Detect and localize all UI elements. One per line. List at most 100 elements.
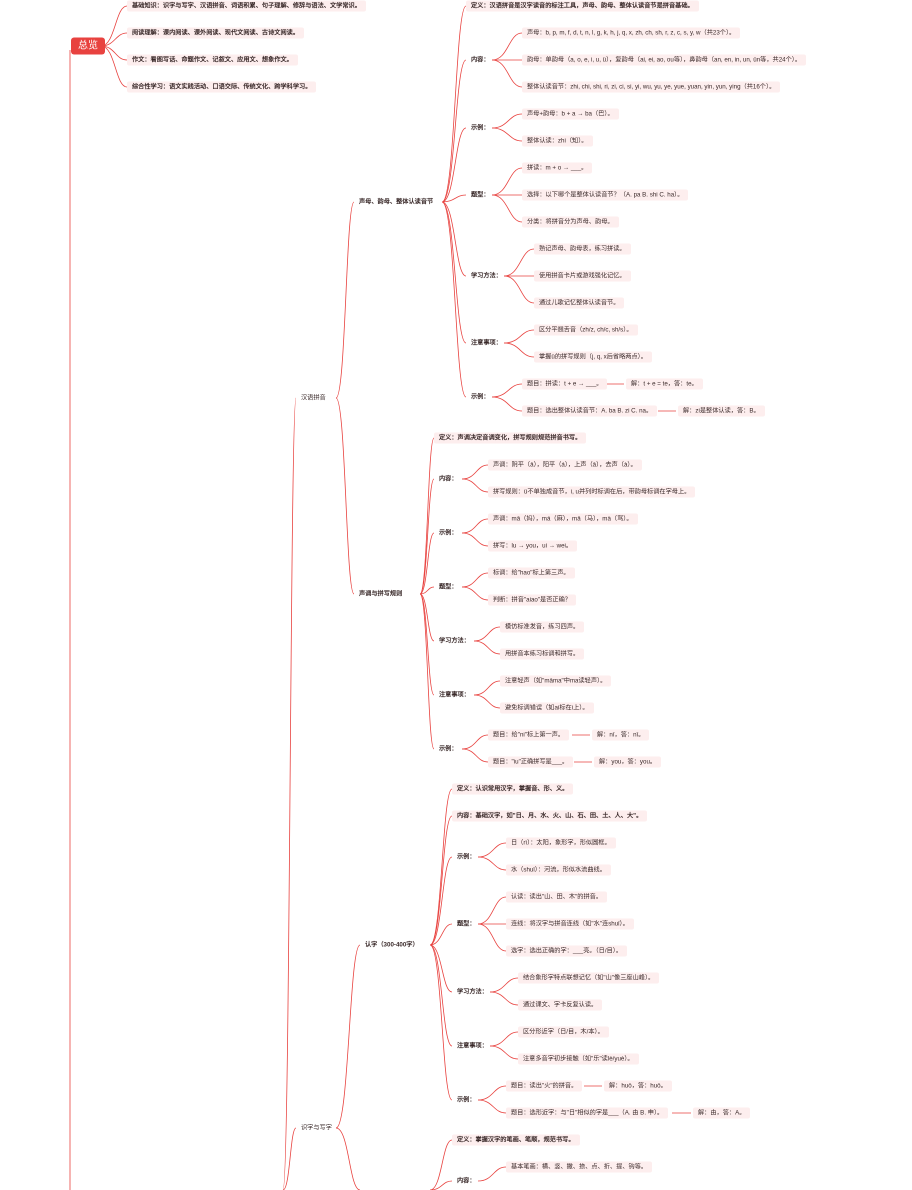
connector-line (429, 1139, 453, 1190)
strokes-content-item[interactable]: 基本笔画：横、竖、撇、捺、点、折、提、钩等。 (506, 1161, 653, 1173)
connector-line (335, 1127, 361, 1190)
syllables-example-item[interactable]: 声母+韵母：b + a → ba（巴）。 (522, 108, 619, 120)
recognize-example-label[interactable]: 示例： (457, 853, 476, 861)
syllables-content-item[interactable]: 声母：b, p, m, f, d, t, n, l, g, k, h, j, q… (522, 27, 741, 39)
syllables-content-item[interactable]: 整体认读音节：zhi, chi, shi, ri, zi, ci, si, yi… (522, 81, 781, 93)
connector-line (419, 532, 435, 595)
connector-line (503, 275, 535, 304)
tones-note-item[interactable]: 避免标调错误（如ai标在i上）。 (500, 702, 594, 714)
recognize-example-item[interactable]: 日（rì）：太阳，象形字，形似圆框。 (506, 837, 616, 849)
recognize-method-item[interactable]: 结合象形字特点联想记忆（如"山"像三座山峰）。 (518, 972, 660, 984)
tones-content-label[interactable]: 内容： (439, 475, 458, 483)
syllables-notes-label[interactable]: 注意事项： (471, 339, 502, 347)
syllables-content-item[interactable]: 韵母：单韵母（a, o, e, i, u, ü），复韵母（ai, ei, ao,… (522, 54, 807, 66)
syllables-method-item[interactable]: 通过儿歌记忆整体认读音节。 (534, 297, 625, 309)
connector-line (477, 856, 507, 871)
overview-item[interactable]: 基础知识：识字与写字、汉语拼音、词语积累、句子理解、修辞与语法、文学常识。 (127, 0, 366, 12)
tones-example-item[interactable]: 拼写：lu → you，ui → wei。 (488, 540, 578, 552)
connector-line (473, 680, 501, 696)
tones-practice-question[interactable]: 题目：给"ni"标上第一声。 (488, 729, 570, 741)
tones-methods-label[interactable]: 学习方法： (439, 637, 470, 645)
recognize-method-item[interactable]: 通过课文、字卡反复认读。 (518, 999, 603, 1011)
connector-line (441, 194, 467, 203)
recognize-content[interactable]: 内容：基础汉字，如"日、月、水、火、山、石、田、土、人、大"。 (452, 810, 648, 822)
tones-content-item[interactable]: 拼写规则：ü不单独成音节，i, u并列时标调在后，带韵母标调在字母上。 (488, 486, 696, 498)
topic-tones[interactable]: 声调与拼写规则 (359, 590, 403, 598)
recognize-questions-label[interactable]: 题型： (457, 920, 476, 928)
recognize-methods-label[interactable]: 学习方法： (457, 988, 488, 996)
syllables-methods-label[interactable]: 学习方法： (471, 272, 502, 280)
connector-line (461, 734, 489, 750)
syllables-note-item[interactable]: 掌握ü的拼写规则（j, q, x后省略两点）。 (534, 351, 652, 363)
recognize-practice-label[interactable]: 示例： (457, 1096, 476, 1104)
connector-line (461, 748, 489, 763)
recognize-question-item[interactable]: 选字：选出正确的字：___亮。（日/目）。 (506, 945, 628, 957)
connector-line (429, 944, 453, 993)
connector-line (489, 977, 519, 993)
syllables-practice-label[interactable]: 示例： (471, 393, 490, 401)
tones-method-item[interactable]: 用拼音本练习标调和拼写。 (500, 648, 585, 660)
connector-line (461, 532, 489, 547)
section-literacy[interactable]: 识字与写字 (301, 1124, 332, 1132)
syllables-practice-question[interactable]: 题目：拼读：t + e → ___。 (522, 378, 608, 390)
syllables-questions-label[interactable]: 题型： (471, 191, 490, 199)
connector-line (419, 593, 435, 750)
strokes-definition[interactable]: 定义：掌握汉字的笔画、笔顺，规范书写。 (452, 1134, 580, 1146)
tones-practice-label[interactable]: 示例： (439, 745, 458, 753)
tones-practice-answer[interactable]: 解：you，答：you。 (594, 756, 662, 768)
tones-practice-question[interactable]: 题目："iu"正确拼写是___。 (488, 756, 574, 768)
recognize-question-item[interactable]: 连线：将汉字与拼音连线（如"水"连shuǐ）。 (506, 918, 634, 930)
syllables-question-item[interactable]: 分类：将拼音分为声母、韵母。 (522, 216, 619, 228)
syllables-practice-answer[interactable]: 解：t + e = te，答：te。 (626, 378, 703, 390)
topic-recognize[interactable]: 认字（300-400字） (365, 941, 419, 949)
connector-line (503, 329, 535, 344)
syllables-question-item[interactable]: 选择：以下哪个是整体认读音节？（A. pa B. shi C. ha）。 (522, 189, 689, 201)
recognize-definition[interactable]: 定义：认识常用汉字，掌握音、形、义。 (452, 783, 574, 795)
topic-syllables[interactable]: 声母、韵母、整体认读音节 (359, 198, 434, 206)
root-node[interactable]: 总览 (71, 37, 105, 55)
recognize-note-item[interactable]: 注意多音字初步接触（如"乐"读lè/yuè）。 (518, 1053, 639, 1065)
tones-method-item[interactable]: 模仿标准发音，练习四声。 (500, 621, 585, 633)
overview-item[interactable]: 综合性学习：语文实践活动、口语交际、传统文化、跨学科学习。 (127, 81, 317, 93)
syllables-practice-answer[interactable]: 解：zi是整体认读，答：B。 (678, 405, 765, 417)
connector-line (461, 518, 489, 534)
tones-practice-answer[interactable]: 解：nī，答：nī。 (592, 729, 650, 741)
syllables-method-item[interactable]: 使用拼音卡片或游戏强化记忆。 (534, 270, 631, 282)
section-pinyin[interactable]: 汉语拼音 (301, 394, 326, 402)
connector-line (282, 397, 297, 1190)
connector-line (489, 1031, 519, 1047)
syllables-example-label[interactable]: 示例： (471, 124, 490, 132)
tones-definition[interactable]: 定义：声调决定音调变化，拼写规则规范拼音书写。 (434, 432, 587, 444)
recognize-practice-answer[interactable]: 解：由，答：A。 (693, 1107, 751, 1119)
tones-content-item[interactable]: 声调：阴平（ā），阳平（á），上声（ǎ），去声（à）。 (488, 459, 642, 471)
syllables-content-label[interactable]: 内容： (471, 56, 490, 64)
recognize-note-item[interactable]: 区分形近字（日/目，木/本）。 (518, 1026, 609, 1038)
connector-line (419, 593, 435, 696)
overview-item[interactable]: 作文：看图写话、命题作文、记叙文、应用文、想象作文。 (127, 54, 298, 66)
recognize-question-item[interactable]: 认读：读出"山、田、木"的拼音。 (506, 891, 608, 903)
recognize-example-item[interactable]: 水（shuǐ）：河流，形似水流曲线。 (506, 864, 611, 876)
tones-example-label[interactable]: 示例： (439, 529, 458, 537)
syllables-question-item[interactable]: 拼读：m + o → ___。 (522, 162, 593, 174)
tones-note-item[interactable]: 注意轻声（如"māma"中ma读轻声）。 (500, 675, 612, 687)
recognize-practice-answer[interactable]: 解：huǒ，答：huǒ。 (604, 1080, 672, 1092)
syllables-definition[interactable]: 定义：汉语拼音是汉字读音的标注工具，声母、韵母、整体认读音节是拼音基础。 (466, 0, 699, 12)
connector-line (441, 5, 467, 203)
recognize-practice-question[interactable]: 题目：读出"火"的拼音。 (506, 1080, 583, 1092)
recognize-practice-question[interactable]: 题目：选形近字：与"日"相似的字是___（A. 由 B. 申）。 (506, 1107, 669, 1119)
tones-question-item[interactable]: 标调：给"hao"标上第三声。 (488, 567, 575, 579)
tones-question-item[interactable]: 判断：拼音"aiao"是否正确？ (488, 594, 576, 606)
recognize-notes-label[interactable]: 注意事项： (457, 1042, 488, 1050)
tones-example-item[interactable]: 声调：mā（妈），má（麻），mǎ（马），mà（骂）。 (488, 513, 638, 525)
syllables-note-item[interactable]: 区分平翘舌音（zh/z, ch/c, sh/s）。 (534, 324, 638, 336)
connector-line (335, 397, 355, 595)
syllables-practice-question[interactable]: 题目：选出整体认读音节：A. ba B. zi C. na。 (522, 405, 658, 417)
connector-line (429, 815, 453, 946)
strokes-content-label[interactable]: 内容： (457, 1177, 476, 1185)
tones-notes-label[interactable]: 注意事项： (439, 691, 470, 699)
tones-questions-label[interactable]: 题型： (439, 583, 458, 591)
syllables-method-item[interactable]: 熟记声母、韵母表，练习拼读。 (534, 243, 631, 255)
syllables-example-item[interactable]: 整体认读：zhi（知）。 (522, 135, 593, 147)
overview-item[interactable]: 阅读理解：课内阅读、课外阅读、现代文阅读、古诗文阅读。 (127, 27, 305, 39)
connector-line (477, 842, 507, 858)
